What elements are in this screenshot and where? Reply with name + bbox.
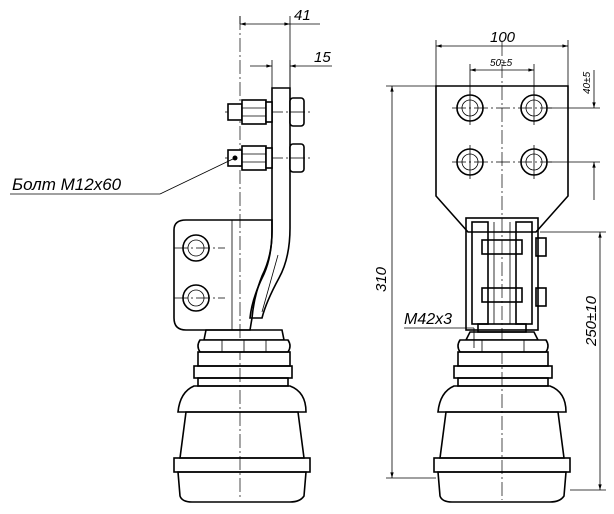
dim-310-label: 310 [373, 266, 390, 292]
bolt-lower [227, 143, 305, 173]
thread-callout: М42х3 [404, 311, 475, 348]
side-view-nut [193, 329, 293, 387]
dim-15: 15 [250, 49, 332, 98]
bolt-head-top-left [456, 91, 484, 125]
side-view: 41 15 Болт М12х60 [10, 7, 332, 503]
bolt-callout-label: Болт М12х60 [12, 175, 122, 194]
bolt-callout: Болт М12х60 [10, 157, 236, 195]
dim-100: 100 [435, 29, 569, 86]
bolt-head-bottom-right [520, 145, 548, 179]
dim-310: 310 [373, 85, 436, 479]
dim-40: 40±5 [548, 70, 600, 200]
front-view: 100 50±5 40±5 310 250 [373, 29, 606, 503]
dim-41-label: 41 [294, 7, 311, 24]
dim-41: 41 [239, 7, 320, 90]
side-view-insulator [173, 385, 311, 503]
bolt-head-top-right [520, 91, 548, 125]
dim-40-label: 40±5 [582, 71, 593, 94]
dim-50-label: 50±5 [490, 58, 513, 69]
bolt-head-bottom-left [456, 145, 484, 179]
dim-250-label: 250±10 [583, 295, 600, 347]
dim-100-label: 100 [490, 29, 516, 46]
dim-50: 50±5 [469, 58, 535, 94]
clamp-body [173, 219, 273, 331]
front-view-insulator [433, 385, 571, 503]
bolt-upper [227, 97, 305, 127]
dim-15-label: 15 [314, 49, 331, 66]
thread-callout-label: М42х3 [404, 311, 452, 328]
front-view-nut [453, 331, 553, 387]
front-clamp [465, 217, 547, 333]
dim-250: 250±10 [540, 231, 606, 491]
